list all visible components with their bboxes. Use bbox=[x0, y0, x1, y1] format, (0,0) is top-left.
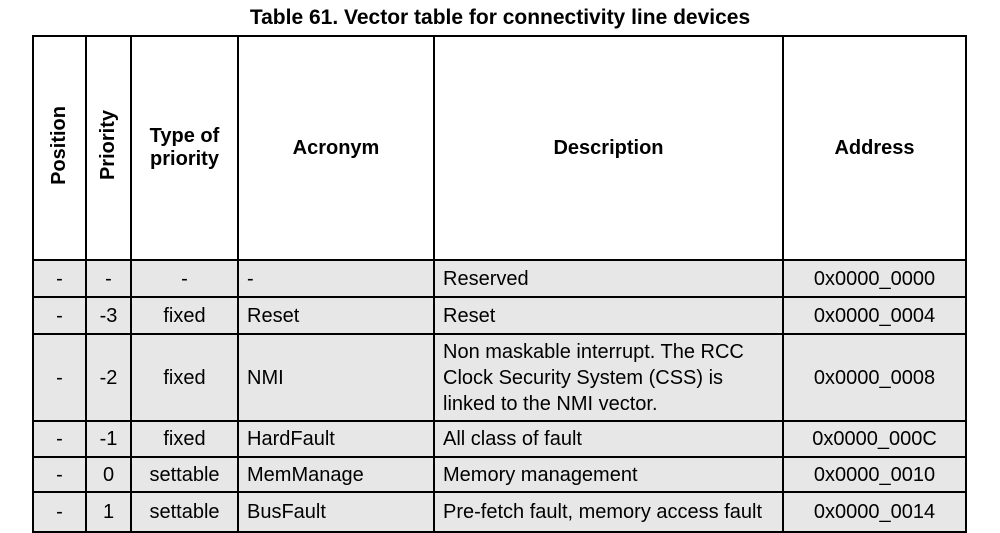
column-header-position-label: Position bbox=[48, 105, 70, 185]
cell-priority: 1 bbox=[85, 491, 132, 533]
table-title: Table 61. Vector table for connectivity … bbox=[249, 6, 751, 29]
column-header-description: Description bbox=[433, 35, 784, 261]
cell-position: - bbox=[32, 491, 87, 533]
cell-address: 0x0000_0014 bbox=[782, 491, 967, 533]
cell-position: - bbox=[32, 456, 87, 493]
cell-priority: - bbox=[85, 259, 132, 298]
cell-description: All class of fault bbox=[433, 420, 784, 458]
cell-type-of-priority: - bbox=[130, 259, 239, 298]
cell-position: - bbox=[32, 420, 87, 458]
cell-description: Reserved bbox=[433, 259, 784, 298]
cell-description: Non maskable interrupt. The RCC Clock Se… bbox=[433, 333, 784, 422]
header-row: Position Priority Type of priority Acron… bbox=[32, 35, 967, 261]
cell-priority: -1 bbox=[85, 420, 132, 458]
cell-type-of-priority: settable bbox=[130, 456, 239, 493]
column-header-acronym: Acronym bbox=[237, 35, 435, 261]
cell-description: Memory management bbox=[433, 456, 784, 493]
cell-type-of-priority: fixed bbox=[130, 333, 239, 422]
cell-priority: -2 bbox=[85, 333, 132, 422]
cell-description: Reset bbox=[433, 296, 784, 335]
cell-address: 0x0000_0000 bbox=[782, 259, 967, 298]
column-header-priority-label: Priority bbox=[97, 109, 119, 181]
cell-priority: -3 bbox=[85, 296, 132, 335]
column-header-address: Address bbox=[782, 35, 967, 261]
cell-type-of-priority: fixed bbox=[130, 296, 239, 335]
vector-table: Position Priority Type of priority Acron… bbox=[32, 35, 967, 533]
cell-acronym: - bbox=[237, 259, 435, 298]
cell-position: - bbox=[32, 259, 87, 298]
cell-priority: 0 bbox=[85, 456, 132, 493]
column-header-position: Position bbox=[32, 35, 87, 261]
cell-type-of-priority: fixed bbox=[130, 420, 239, 458]
cell-acronym: NMI bbox=[237, 333, 435, 422]
table-header: Position Priority Type of priority Acron… bbox=[32, 35, 967, 261]
cell-acronym: MemManage bbox=[237, 456, 435, 493]
cell-address: 0x0000_0004 bbox=[782, 296, 967, 335]
cell-address: 0x0000_0010 bbox=[782, 456, 967, 493]
cell-acronym: BusFault bbox=[237, 491, 435, 533]
column-header-type-of-priority: Type of priority bbox=[130, 35, 239, 261]
cell-description: Pre-fetch fault, memory access fault bbox=[433, 491, 784, 533]
cell-position: - bbox=[32, 296, 87, 335]
cell-type-of-priority: settable bbox=[130, 491, 239, 533]
column-header-priority: Priority bbox=[85, 35, 132, 261]
cell-position: - bbox=[32, 333, 87, 422]
cell-address: 0x0000_0008 bbox=[782, 333, 967, 422]
cell-address: 0x0000_000C bbox=[782, 420, 967, 458]
cell-acronym: HardFault bbox=[237, 420, 435, 458]
cell-acronym: Reset bbox=[237, 296, 435, 335]
